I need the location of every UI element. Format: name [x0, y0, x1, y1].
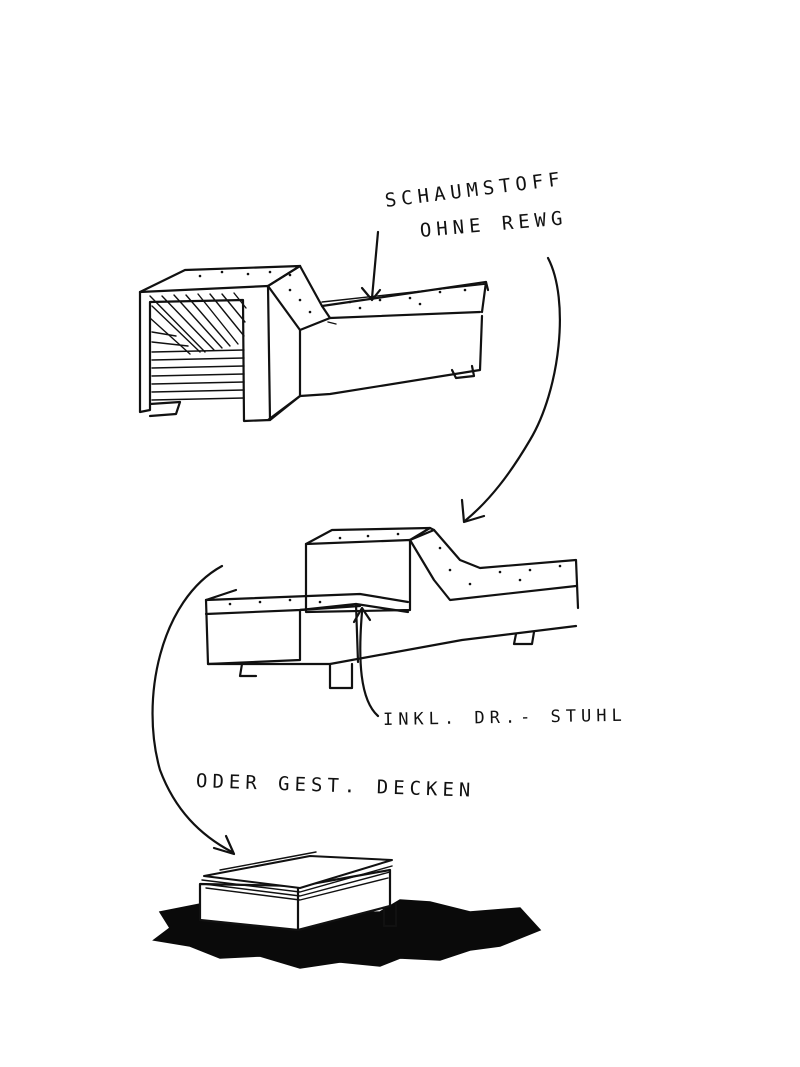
sofa-sketch-top: [140, 266, 488, 421]
arrow-top-to-middle-head: [462, 500, 484, 522]
horizontal-hatching: [152, 332, 244, 400]
chair-label: INKL. DR.- STUHL: [383, 706, 627, 730]
foam-dots-middle: [229, 533, 562, 606]
foam-dots-top: [199, 271, 467, 314]
foam-pointer-line: [372, 232, 378, 298]
blanket-sketch-bottom: [154, 852, 540, 968]
arrow-top-to-middle: [466, 258, 560, 520]
chair-pointer-line: [360, 612, 378, 716]
arrow-middle-to-bottom: [153, 566, 232, 852]
sofa-sketch-middle: [206, 528, 578, 688]
